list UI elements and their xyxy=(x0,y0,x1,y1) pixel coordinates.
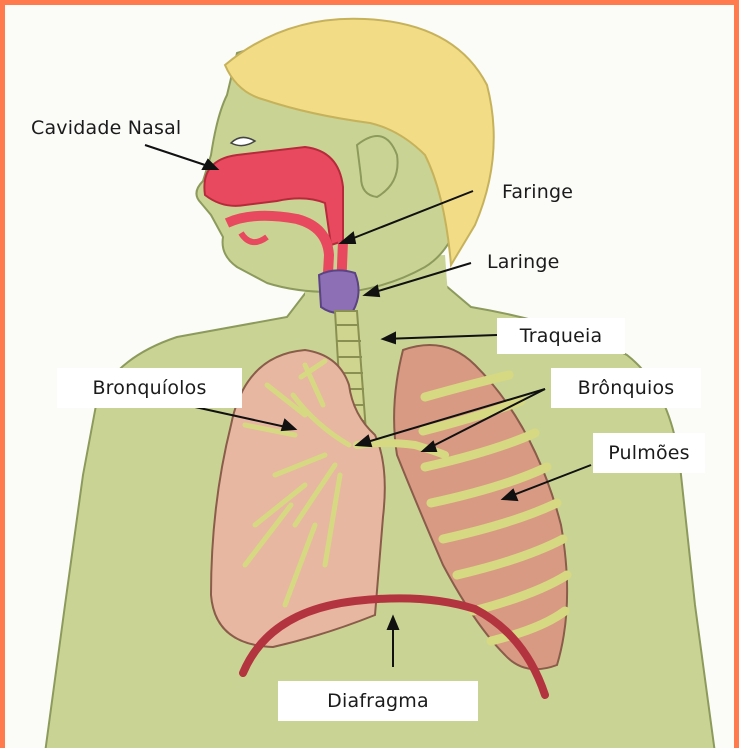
label-pulmoes: Pulmões xyxy=(608,444,690,463)
label-box-pulmoes: Pulmões xyxy=(593,433,705,473)
label-box-traqueia: Traqueia xyxy=(497,318,625,354)
larynx xyxy=(319,270,359,313)
label-faringe: Faringe xyxy=(502,183,573,202)
label-box-bronquiolos: Bronquíolos xyxy=(57,368,242,408)
label-bronquios: Brônquios xyxy=(578,379,675,398)
label-box-bronquios: Brônquios xyxy=(551,368,701,408)
label-traqueia: Traqueia xyxy=(520,327,603,346)
label-diafragma: Diafragma xyxy=(327,692,429,711)
label-box-diafragma: Diafragma xyxy=(278,681,478,721)
label-laringe: Laringe xyxy=(487,253,560,272)
label-cavidade-nasal: Cavidade Nasal xyxy=(31,119,181,138)
label-bronquiolos: Bronquíolos xyxy=(92,379,206,398)
